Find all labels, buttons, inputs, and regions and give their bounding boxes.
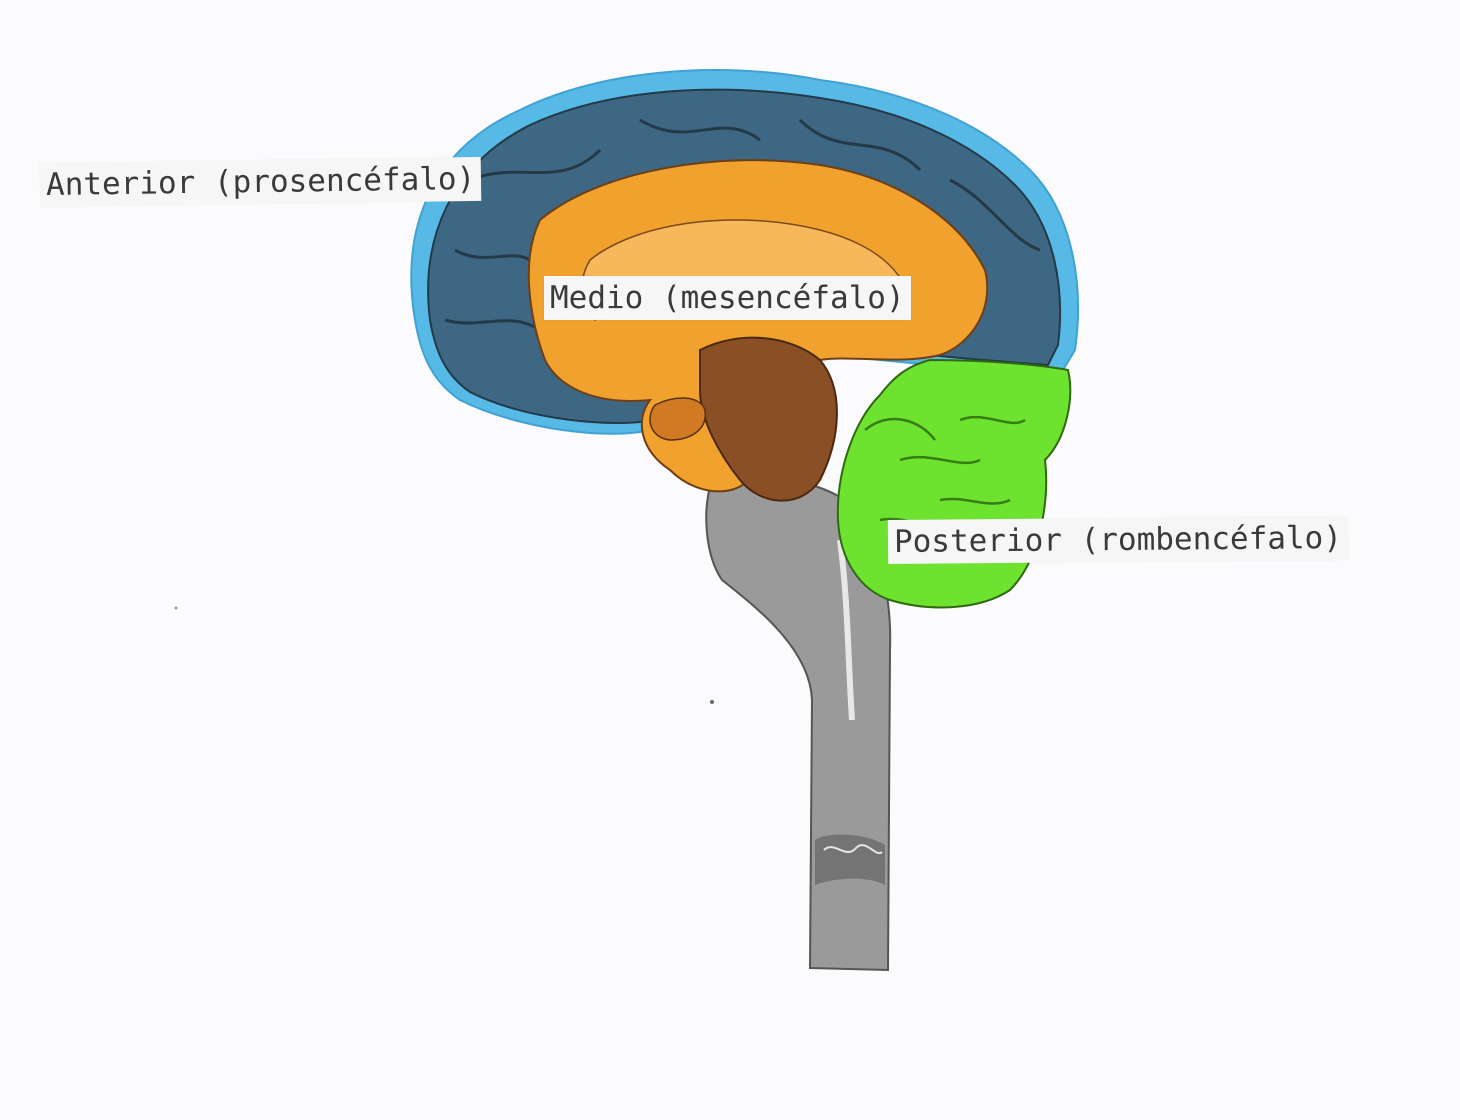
paper-speck [175,607,178,610]
label-anterior-prosencefalo: Anterior (prosencéfalo) [40,157,482,207]
label-medio-mesencefalo: Medio (mesencéfalo) [544,276,911,320]
label-posterior-rombencefalo: Posterior (rombencéfalo) [888,516,1348,564]
hindbrain-region [838,360,1070,607]
paper-speck [710,700,714,704]
